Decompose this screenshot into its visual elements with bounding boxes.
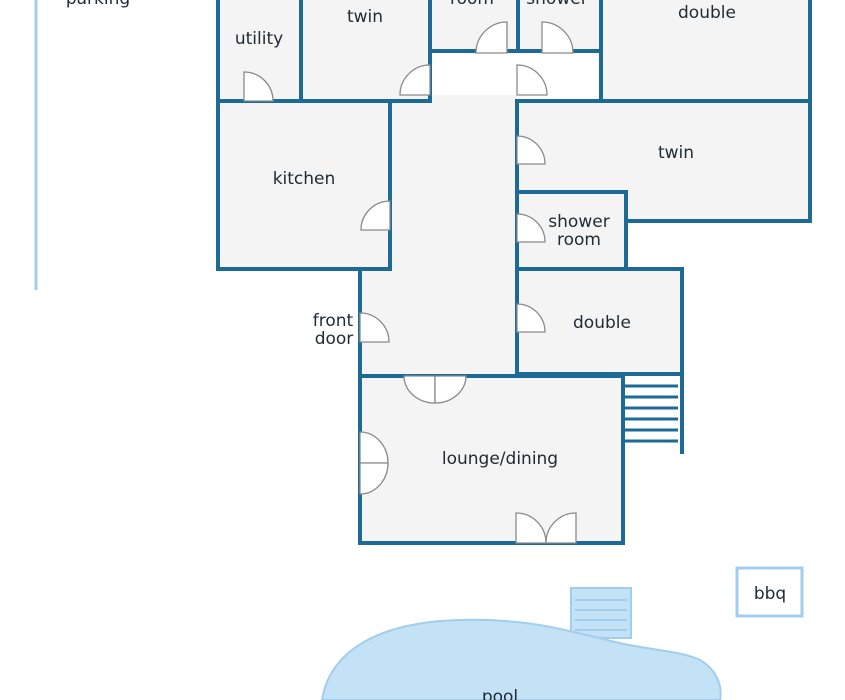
pool-shape (320, 618, 722, 700)
door-utility (243, 71, 274, 102)
label-lounge-dining: lounge/dining (442, 449, 558, 469)
label-shower-room-1: shower (548, 212, 609, 232)
label-parking: parking (66, 0, 130, 9)
staircase (625, 372, 684, 454)
label-front-door-2: door (315, 329, 354, 349)
label-front-door-1: front (313, 311, 354, 331)
label-bbq: bbq (754, 584, 786, 604)
label-kitchen: kitchen (273, 169, 336, 189)
door-double-lower (516, 303, 546, 333)
label-double-top: double (678, 3, 736, 23)
label-shower-room-2: room (557, 230, 601, 250)
door-shower-room (516, 213, 546, 243)
room-double-top (599, 0, 812, 103)
door-lounge-bottom-right (545, 512, 577, 544)
doors (243, 21, 577, 544)
room-kitchen (216, 99, 392, 271)
label-twin-top: twin (347, 7, 383, 27)
label-utility: utility (235, 29, 283, 49)
door-twin-top (399, 64, 431, 96)
label-room-top: room (450, 0, 494, 9)
door-lounge-side-bottom (359, 462, 389, 495)
door-kitchen (360, 200, 391, 231)
door-room-top (475, 21, 508, 54)
label-twin-right: twin (658, 143, 694, 163)
bbq-box (735, 566, 804, 618)
room-lounge-dining (358, 374, 625, 545)
door-shower-top (541, 21, 574, 54)
room-double-lower (515, 267, 684, 376)
door-twin-right (516, 135, 546, 165)
label-double-lower: double (573, 313, 631, 333)
door-front (359, 312, 390, 343)
door-double-top (516, 64, 548, 96)
label-shower-top: shower (526, 0, 587, 9)
pool-area (320, 587, 722, 700)
door-lounge-top-right (434, 375, 467, 404)
label-pool: pool (482, 687, 518, 700)
